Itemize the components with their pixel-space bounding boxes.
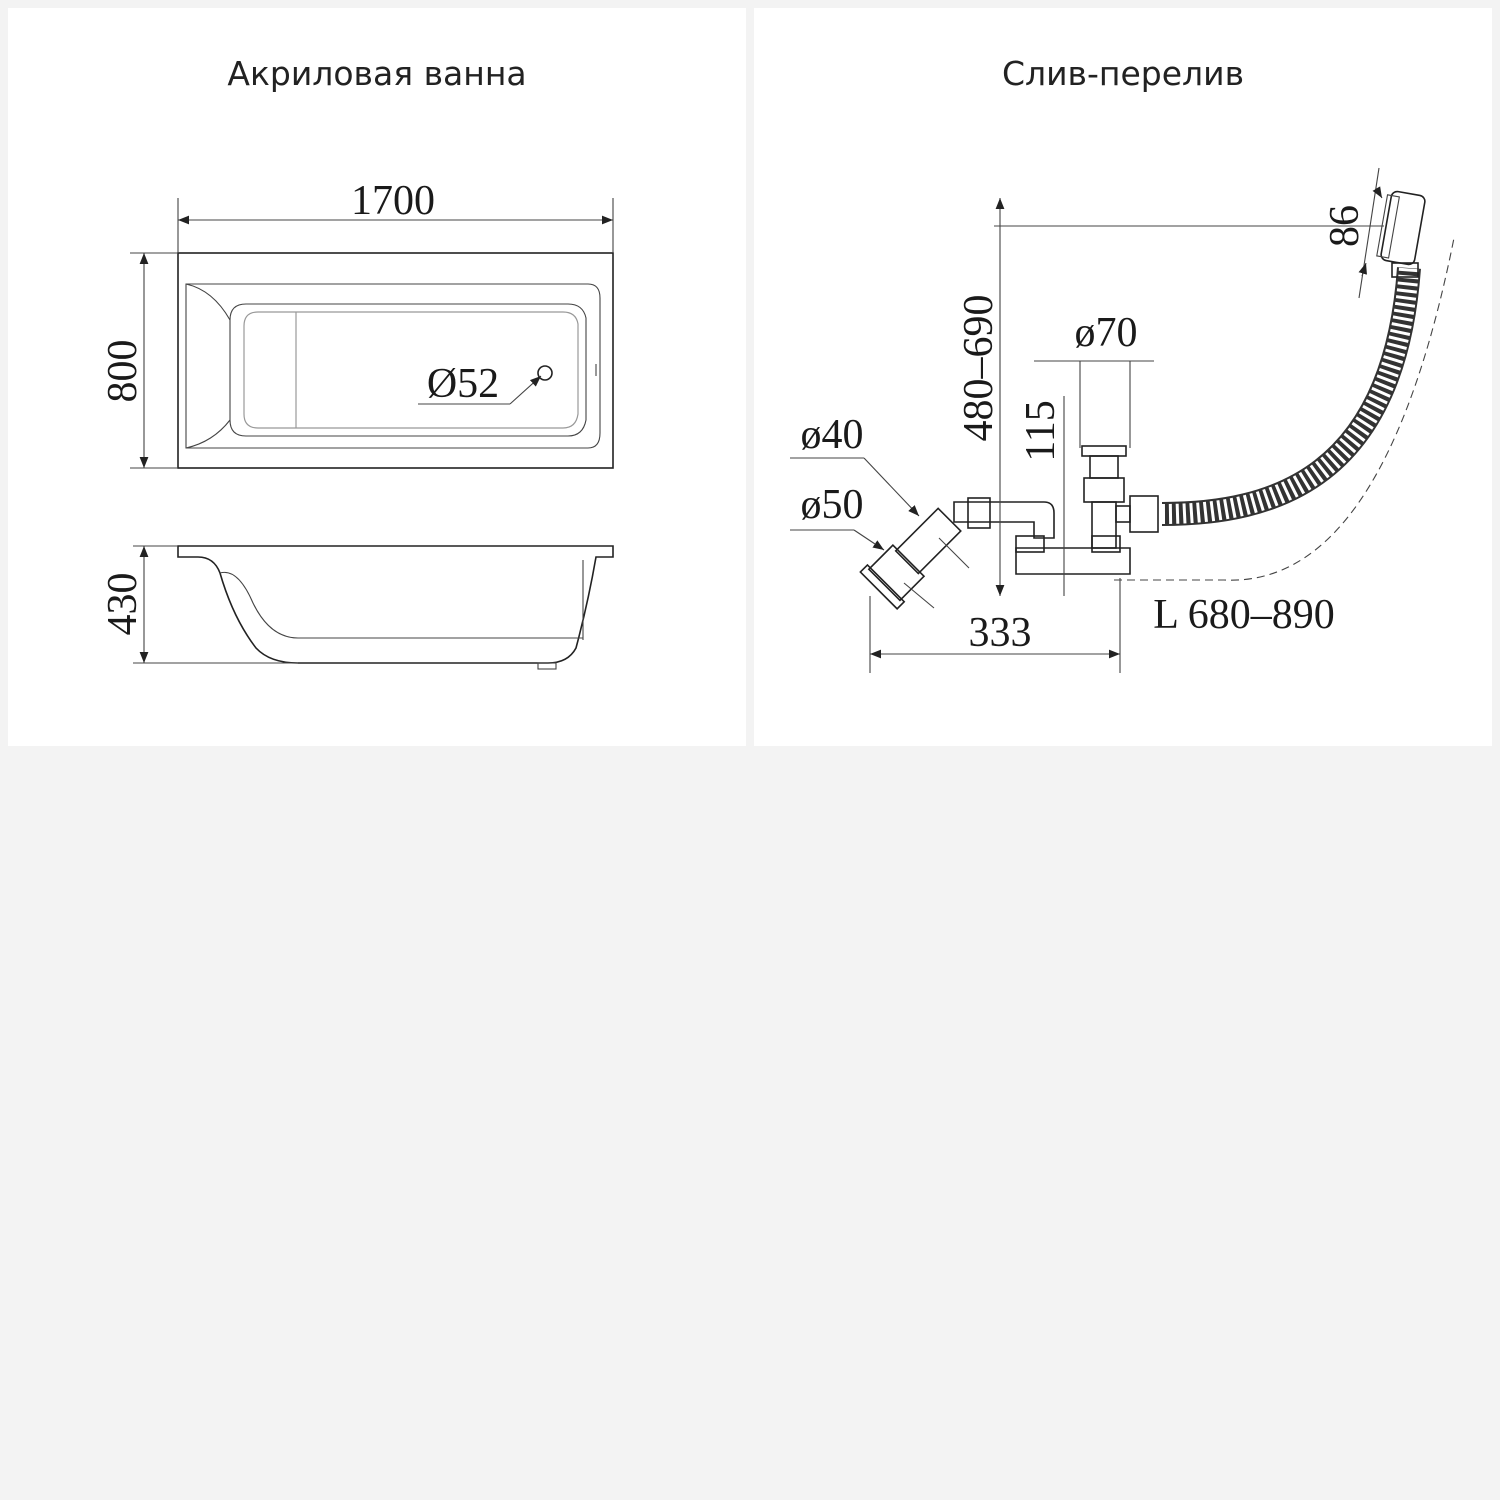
overflow-head [1380,190,1426,266]
outlet-small-tick [938,537,970,569]
overflow-size-arrow-top [1372,186,1383,199]
siphon-tube [953,501,1055,539]
siphon-left-nut [1015,535,1045,553]
bathtub-corner-tl [185,283,231,321]
drain-body-top [1089,455,1119,479]
overflow-size-arrow-bottom [1358,262,1367,277]
corrugated-hose [1161,267,1421,526]
bathtub-inner-contour [243,311,579,429]
outlet-large-label: ø50 [801,482,864,528]
angled-outlet [859,507,962,610]
overflow-height-label: 480–690 [956,295,1002,442]
coupling-neck [1115,505,1131,523]
drain-overflow-drawing: 480–690 86 ø70 115 ø40 ø50 333 L 680–890 [790,167,1455,673]
outlet-small-leader [863,457,920,517]
height-label: 430 [100,573,146,636]
width-label: 800 [100,340,146,403]
bathtub-foot [537,662,557,670]
overflow-size-label: 86 [1322,205,1368,247]
drain-height-label: 115 [1018,400,1064,461]
bathtub-side-inner [219,571,299,639]
bathtub-drawing: 1700 800 430 Ø52 [100,178,614,670]
drain-overflow-title: Слив-перелив [1001,54,1245,93]
outlet-large-tick [903,582,935,609]
drain-body [1091,501,1117,549]
drain-diameter-label: Ø52 [427,361,499,407]
bathtub-rim [177,252,614,469]
hose-range-arc [1114,237,1455,581]
drain-nut [1083,477,1125,503]
hose-coupling [1129,495,1159,533]
overflow-cap [1376,194,1400,259]
bathtub-side-profile [177,545,614,664]
length-label: 1700 [351,178,435,224]
siphon-right-nut [1091,535,1121,553]
overflow-nut [1391,262,1419,278]
bathtub-title: Акриловая ванна [227,54,527,93]
drain-leader [509,375,542,405]
drain-diameter-label: ø70 [1075,310,1138,356]
bathtub-basin [185,283,601,449]
outlet-large-leader [853,529,885,551]
drain-plug [1081,445,1127,457]
hose-corrugation [1161,267,1419,524]
siphon-outlet-nut [967,497,991,529]
bathtub-panel: Акриловая ванна [8,8,746,746]
outlet-small-label: ø40 [801,412,864,458]
bathtub-drain [537,365,553,381]
hose-length-label: L 680–890 [1153,592,1335,638]
bathtub-bottom [229,303,587,437]
drain-overflow-panel: Слив-перелив [754,8,1492,746]
width-label: 333 [969,610,1032,656]
bathtub-corner-bl [185,419,231,449]
